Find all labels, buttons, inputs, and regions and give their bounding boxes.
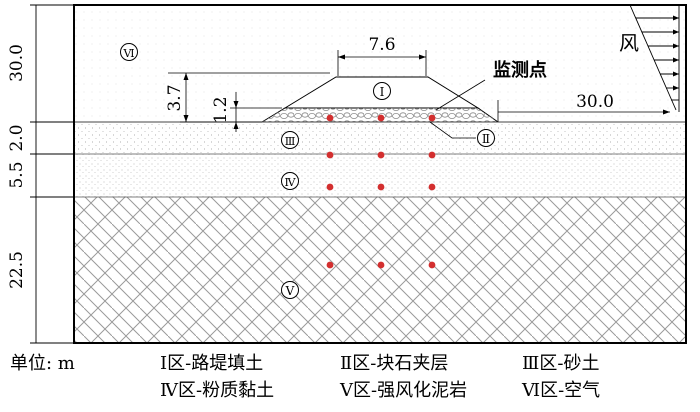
zone-label-v: Ⅴ [281, 281, 299, 299]
dim-22-5: 22.5 [7, 251, 27, 289]
dim-30-0-right: 30.0 [576, 92, 614, 112]
svg-text:Ⅰ: Ⅰ [380, 85, 385, 99]
arrow-right-end [663, 109, 670, 115]
wind-arrowheads [673, 15, 679, 91]
zone-label-iv: Ⅳ [281, 172, 299, 190]
monitor-point [377, 261, 385, 269]
arrow-1-2-top [233, 101, 239, 108]
svg-text:Ⅵ: Ⅵ [122, 47, 134, 60]
legend-zone-vi: Ⅵ区-空气 [522, 380, 601, 401]
zone-iii-sand [74, 122, 686, 154]
dim-7-6: 7.6 [368, 35, 395, 55]
dim-5-5: 5.5 [7, 161, 27, 188]
arrow-crest-right [419, 54, 426, 60]
zone-ii-leader [429, 121, 476, 139]
crest-dimension-lines [337, 50, 427, 76]
svg-text:Ⅲ: Ⅲ [285, 135, 296, 148]
zone-label-iii: Ⅲ [281, 131, 299, 149]
domain-border [73, 4, 687, 344]
monitor-point [428, 151, 436, 159]
svg-text:Ⅴ: Ⅴ [285, 284, 295, 298]
monitor-point [428, 261, 436, 269]
legend-zone-v: Ⅴ区-强风化泥岩 [340, 380, 468, 401]
legend-zone-iii: Ⅲ区-砂土 [522, 353, 600, 374]
legend: 单位: m Ⅰ区-路堤填土 Ⅱ区-块石夹层 Ⅲ区-砂土 Ⅳ区-粉质黏土 Ⅴ区-强… [0, 350, 700, 412]
arrow-crest-left [338, 54, 345, 60]
wind-label: 风 [619, 31, 639, 55]
dim-2-0: 2.0 [7, 124, 27, 151]
arrow-3-7-bottom [183, 115, 189, 122]
monitor-points [326, 114, 436, 269]
legend-zone-i: Ⅰ区-路堤填土 [160, 353, 264, 374]
arrow-1-2-bottom [233, 122, 239, 129]
embankment-diagram: 风 30.0 2.0 5.5 22.5 3.7 1.2 7.6 30.0 [7, 4, 687, 344]
dim-1-2: 1.2 [211, 96, 231, 123]
arrow-3-7-top [183, 73, 189, 80]
wind-profile [629, 4, 680, 112]
zone-iv-silty-clay [74, 154, 686, 197]
zone-v-mudstone [74, 197, 686, 343]
monitor-point [326, 114, 334, 122]
monitor-point [377, 114, 385, 122]
monitor-point [428, 183, 436, 191]
monitor-point [377, 151, 385, 159]
dim-3-7: 3.7 [165, 84, 185, 111]
zone-label-ii: Ⅱ [477, 129, 495, 147]
legend-zone-ii: Ⅱ区-块石夹层 [340, 353, 449, 374]
monitor-point [428, 114, 436, 122]
zone-label-vi: Ⅵ [120, 43, 138, 61]
monitor-leader [435, 79, 486, 111]
svg-text:Ⅳ: Ⅳ [285, 176, 297, 189]
right-dimension-lines [497, 100, 670, 122]
monitor-label: 监测点 [493, 59, 547, 81]
svg-text:Ⅱ: Ⅱ [482, 132, 490, 146]
monitor-point [326, 151, 334, 159]
height-dimension-lines [168, 72, 330, 132]
zone-label-i: Ⅰ [373, 82, 391, 100]
dim-30-0-left: 30.0 [7, 44, 27, 82]
left-dimension-lines [30, 4, 74, 344]
monitor-point [326, 183, 334, 191]
monitor-point [377, 183, 385, 191]
legend-unit: 单位: m [10, 353, 75, 374]
monitor-point [326, 261, 334, 269]
legend-zone-iv: Ⅳ区-粉质黏土 [160, 380, 275, 401]
